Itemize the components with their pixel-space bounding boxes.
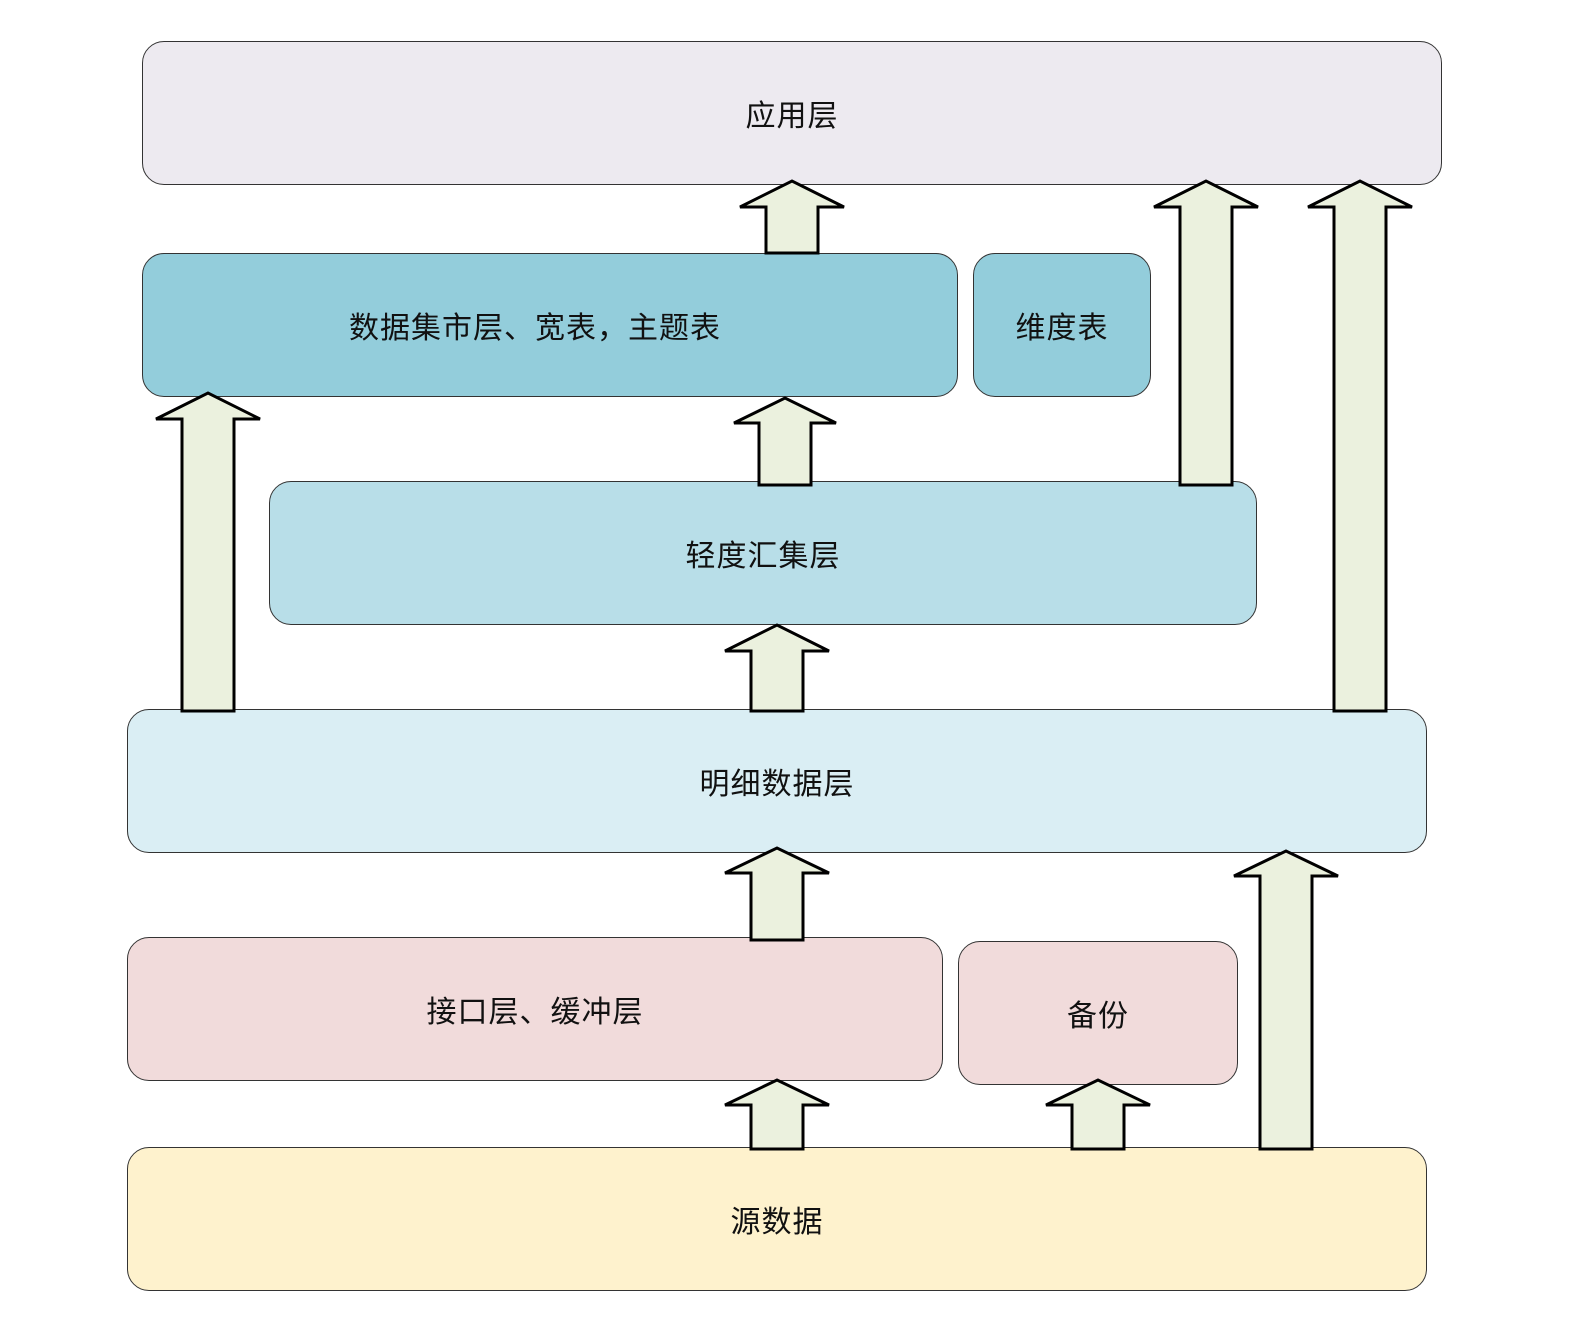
- layer-dimension: 维度表: [973, 253, 1151, 397]
- layer-source-label: 源数据: [730, 1205, 824, 1240]
- layer-mart-label: 数据集市层、宽表，主题表: [349, 311, 721, 346]
- arrow-up-icon: [724, 1078, 830, 1151]
- layer-source: 源数据: [127, 1147, 1427, 1291]
- layer-detail: 明细数据层: [127, 709, 1427, 853]
- layer-interface: 接口层、缓冲层: [127, 937, 943, 1081]
- arrow-up-icon: [1045, 1078, 1151, 1151]
- arrow-up-icon: [155, 391, 261, 713]
- layer-light-summary-label: 轻度汇集层: [685, 539, 841, 574]
- arrow-up-icon: [1307, 179, 1413, 713]
- layer-backup: 备份: [958, 941, 1238, 1085]
- arrow-up-icon: [724, 623, 830, 713]
- layer-app: 应用层: [142, 41, 1442, 185]
- layer-dimension-label: 维度表: [1015, 311, 1109, 346]
- arrow-up-icon: [724, 846, 830, 942]
- arrow-up-icon: [733, 396, 837, 487]
- layer-app-label: 应用层: [745, 99, 839, 134]
- arrow-up-icon: [1233, 849, 1339, 1151]
- layer-interface-label: 接口层、缓冲层: [426, 995, 644, 1030]
- layer-detail-label: 明细数据层: [699, 767, 855, 802]
- layer-mart: 数据集市层、宽表，主题表: [142, 253, 958, 397]
- arrow-up-icon: [1153, 179, 1259, 487]
- layer-light-summary: 轻度汇集层: [269, 481, 1257, 625]
- arrow-up-icon: [739, 179, 845, 255]
- layer-backup-label: 备份: [1067, 999, 1129, 1034]
